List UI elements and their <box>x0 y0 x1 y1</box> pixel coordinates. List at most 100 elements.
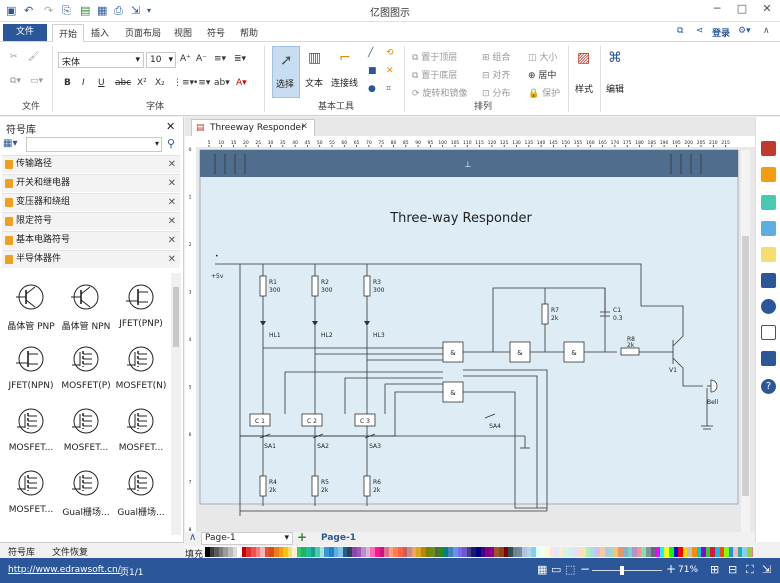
color-swatch[interactable] <box>719 547 725 557</box>
close-icon[interactable]: ✕ <box>167 254 176 265</box>
search-icon[interactable]: ⚲ <box>167 137 176 150</box>
color-swatch[interactable] <box>687 547 692 557</box>
color-swatch[interactable] <box>439 547 444 557</box>
color-swatch[interactable] <box>563 547 568 557</box>
color-swatch[interactable] <box>581 547 587 557</box>
color-swatch[interactable] <box>278 547 284 557</box>
note-icon[interactable] <box>761 325 776 340</box>
color-swatch[interactable] <box>494 547 499 557</box>
color-swatch[interactable] <box>370 547 375 557</box>
color-swatch[interactable] <box>480 547 486 557</box>
maximize-button[interactable]: □ <box>736 2 748 15</box>
zoom-level[interactable]: 71% <box>678 565 699 575</box>
select-tool-button[interactable]: ➚ 选择 <box>272 46 300 98</box>
color-swatch[interactable] <box>521 547 527 557</box>
color-swatch[interactable] <box>531 547 536 557</box>
numbering-icon[interactable]: ⋮≡▾ <box>173 78 195 88</box>
color-swatch[interactable] <box>535 547 541 557</box>
color-swatch[interactable] <box>324 547 330 557</box>
paste-icon[interactable]: ▭▾ <box>30 76 44 86</box>
color-swatch[interactable] <box>319 547 325 557</box>
color-swatch[interactable] <box>540 547 545 557</box>
bold-icon[interactable]: B <box>64 78 71 88</box>
curve-icon[interactable]: ⟲ <box>386 48 394 58</box>
color-swatch[interactable] <box>411 547 417 557</box>
color-swatch[interactable] <box>691 547 697 557</box>
crop-icon[interactable]: ⌗ <box>386 84 392 94</box>
color-swatch[interactable] <box>701 547 706 557</box>
page-selector[interactable]: Page-1▾ <box>201 532 293 545</box>
color-swatch[interactable] <box>361 547 366 557</box>
color-swatch[interactable] <box>246 547 251 557</box>
view-fit-icon[interactable]: ⬚ <box>565 563 576 576</box>
send-back-button[interactable]: ⧉ 置于底层 <box>412 71 458 81</box>
layers-icon[interactable] <box>761 247 776 262</box>
color-swatch[interactable] <box>374 547 380 557</box>
color-swatch[interactable] <box>544 547 550 557</box>
settings-icon[interactable]: ⚙▾ <box>738 26 751 36</box>
close-icon[interactable]: ✕ <box>167 178 176 189</box>
underline-icon[interactable]: U <box>98 78 105 88</box>
color-swatch[interactable] <box>682 547 688 557</box>
color-swatch[interactable] <box>223 547 228 557</box>
color-swatch[interactable] <box>636 547 642 557</box>
print-icon[interactable]: ⎙ <box>114 4 123 17</box>
close-icon[interactable]: ✕ <box>167 216 176 227</box>
color-swatch[interactable] <box>209 547 215 557</box>
color-swatch[interactable] <box>590 547 596 557</box>
italic-icon[interactable]: I <box>82 78 85 88</box>
color-swatch[interactable] <box>241 547 247 557</box>
color-swatch[interactable] <box>342 547 348 557</box>
line-icon[interactable]: ╱ <box>368 48 374 58</box>
color-swatch[interactable] <box>250 547 256 557</box>
page-tab[interactable]: Page-1 <box>321 533 356 543</box>
color-swatch[interactable] <box>499 547 504 557</box>
close-button[interactable]: ✕ <box>762 2 772 15</box>
symbol-item[interactable]: MOSFET... <box>112 401 170 461</box>
symbol-item[interactable]: 晶体管 NPN <box>57 277 115 337</box>
document-tab[interactable]: ▤ Threeway Responder ✕ <box>191 119 315 136</box>
symbol-item[interactable]: MOSFET... <box>2 401 60 461</box>
color-swatch[interactable] <box>586 547 591 557</box>
symbol-item[interactable]: JFET(PNP) <box>112 277 170 337</box>
color-swatch[interactable] <box>443 547 449 557</box>
color-swatch[interactable] <box>237 547 242 557</box>
close-icon[interactable]: ✕ <box>167 235 176 246</box>
tab-help[interactable]: 帮助 <box>240 29 259 39</box>
login-link[interactable]: 登录 <box>712 29 731 39</box>
cut-icon[interactable]: ✂ <box>10 52 18 62</box>
collapse-icon[interactable]: ∧ <box>189 532 197 543</box>
color-swatch[interactable] <box>448 547 454 557</box>
color-swatch[interactable] <box>430 547 435 557</box>
close-icon[interactable]: ✕ <box>167 197 176 208</box>
color-swatch[interactable] <box>668 547 674 557</box>
color-swatch[interactable] <box>655 547 660 557</box>
color-swatch[interactable] <box>705 547 711 557</box>
tab-symbols[interactable]: 符号 <box>207 29 226 39</box>
add-page-icon[interactable]: + <box>297 530 308 544</box>
color-swatch[interactable] <box>567 547 573 557</box>
comment-icon[interactable] <box>761 351 776 366</box>
color-swatch[interactable] <box>646 547 651 557</box>
color-swatch[interactable] <box>462 547 467 557</box>
library-scrollbar[interactable] <box>171 273 181 535</box>
color-swatch[interactable] <box>232 547 238 557</box>
tab-page-layout[interactable]: 页面布局 <box>125 29 162 39</box>
shrink-font-icon[interactable]: A⁻ <box>196 54 207 64</box>
color-swatch[interactable] <box>338 547 343 557</box>
subscript-icon[interactable]: X₂ <box>155 78 165 88</box>
color-swatch[interactable] <box>287 547 293 557</box>
cross-icon[interactable]: ✕ <box>386 66 394 76</box>
image-icon[interactable] <box>761 221 776 236</box>
color-swatch[interactable] <box>618 547 624 557</box>
color-swatch[interactable] <box>434 547 440 557</box>
color-swatch[interactable] <box>632 547 637 557</box>
color-swatch[interactable] <box>485 547 490 557</box>
color-swatch[interactable] <box>283 547 288 557</box>
distribute-button[interactable]: ⊡ 分布 <box>482 89 511 99</box>
color-swatch[interactable] <box>595 547 601 557</box>
fit-width-icon[interactable]: ⊟ <box>728 563 738 576</box>
page-icon[interactable] <box>761 273 776 288</box>
export-icon[interactable]: ⇲ <box>131 4 141 17</box>
color-swatch[interactable] <box>402 547 408 557</box>
